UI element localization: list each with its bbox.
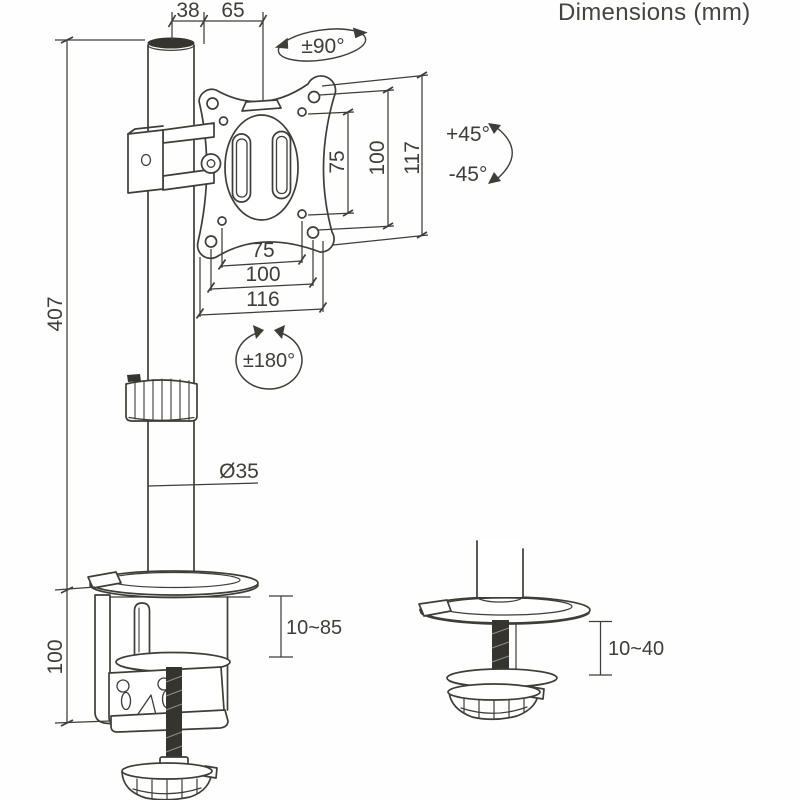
grommet-threaded-rod xyxy=(492,620,509,676)
pole-clamp-bracket xyxy=(127,129,164,194)
clamp-threaded-rod xyxy=(166,667,182,759)
hinge-knuckle xyxy=(200,153,222,174)
pole-diameter-callout: Ø35 xyxy=(147,460,259,487)
plate-top-tab xyxy=(241,99,282,112)
base-tab xyxy=(87,571,122,589)
rotation-range-label: ±180° xyxy=(243,350,295,372)
page-title: Dimensions (mm) xyxy=(558,0,751,26)
vesa-slot-right xyxy=(271,130,292,200)
tilt-arrow-down-icon xyxy=(488,172,501,184)
vesa-vertical-outer-label: 100 xyxy=(366,140,389,175)
keyhole-slot xyxy=(116,679,130,693)
grommet-range-label: 10~40 xyxy=(608,638,664,660)
rotation-arrow-icon xyxy=(253,325,264,339)
dimension-plate-horizontal: 75 100 116 xyxy=(195,221,328,319)
pole-collar xyxy=(125,374,198,422)
vesa-hole-inner xyxy=(297,209,307,219)
grommet-pole-stub xyxy=(476,595,524,603)
dimension-left-heights: 407 100 xyxy=(44,36,145,727)
clamp-range-label: 10~85 xyxy=(286,617,342,639)
vesa-hole-inner xyxy=(217,216,227,226)
vesa-horizontal-inner-label: 75 xyxy=(251,239,274,262)
pole-diameter-label: Ø35 xyxy=(219,460,259,483)
clamp-guide-pin xyxy=(133,602,151,658)
pole-top-cap xyxy=(147,37,195,49)
vesa-vertical-inner-label: 75 xyxy=(326,150,349,173)
clamp-height-label: 100 xyxy=(44,639,67,674)
vesa-hole-inner xyxy=(297,107,307,117)
collar-latch xyxy=(127,374,141,382)
vesa-hole-inner xyxy=(218,116,229,126)
grommet-base-tab xyxy=(418,599,452,617)
vesa-hole xyxy=(206,97,219,110)
clamp-assembly xyxy=(87,570,259,800)
rotation-arrow-icon xyxy=(274,37,289,49)
dimension-top-offsets: 38 65 xyxy=(167,0,268,100)
tilt-arrow-up-icon xyxy=(488,123,501,134)
vesa-hole xyxy=(204,235,218,248)
swivel-range-label: ±90° xyxy=(301,35,344,58)
tilt-annotation: +45° -45° xyxy=(446,123,513,186)
vesa-plate xyxy=(196,75,337,260)
plate-width-label: 116 xyxy=(246,288,279,311)
rotation-arrow-icon xyxy=(352,27,368,39)
rotation-arrow-icon xyxy=(274,325,285,339)
dim-arm-offset: 38 xyxy=(176,0,199,22)
vesa-hole xyxy=(307,90,321,104)
vesa-horizontal-outer-label: 100 xyxy=(245,263,280,286)
tilt-down-label: -45° xyxy=(449,163,488,186)
tilt-up-label: +45° xyxy=(446,123,490,146)
rotation-annotation: ±180° xyxy=(235,325,303,390)
dimension-grommet-range: 10~40 xyxy=(589,620,664,676)
grommet-mount xyxy=(418,540,591,721)
tilt-hinge-arm xyxy=(127,122,222,194)
vesa-hole xyxy=(306,226,320,239)
pole-height-label: 407 xyxy=(44,296,67,331)
dim-arm-length: 65 xyxy=(221,0,244,22)
vesa-slot-left xyxy=(231,133,252,203)
dimension-clamp-range: 10~85 xyxy=(269,595,342,658)
pole xyxy=(147,37,195,574)
swivel-annotation: ±90° xyxy=(274,27,368,62)
plate-height-label: 117 xyxy=(401,141,424,174)
dimension-plate-vertical: 75 100 117 xyxy=(307,71,429,246)
